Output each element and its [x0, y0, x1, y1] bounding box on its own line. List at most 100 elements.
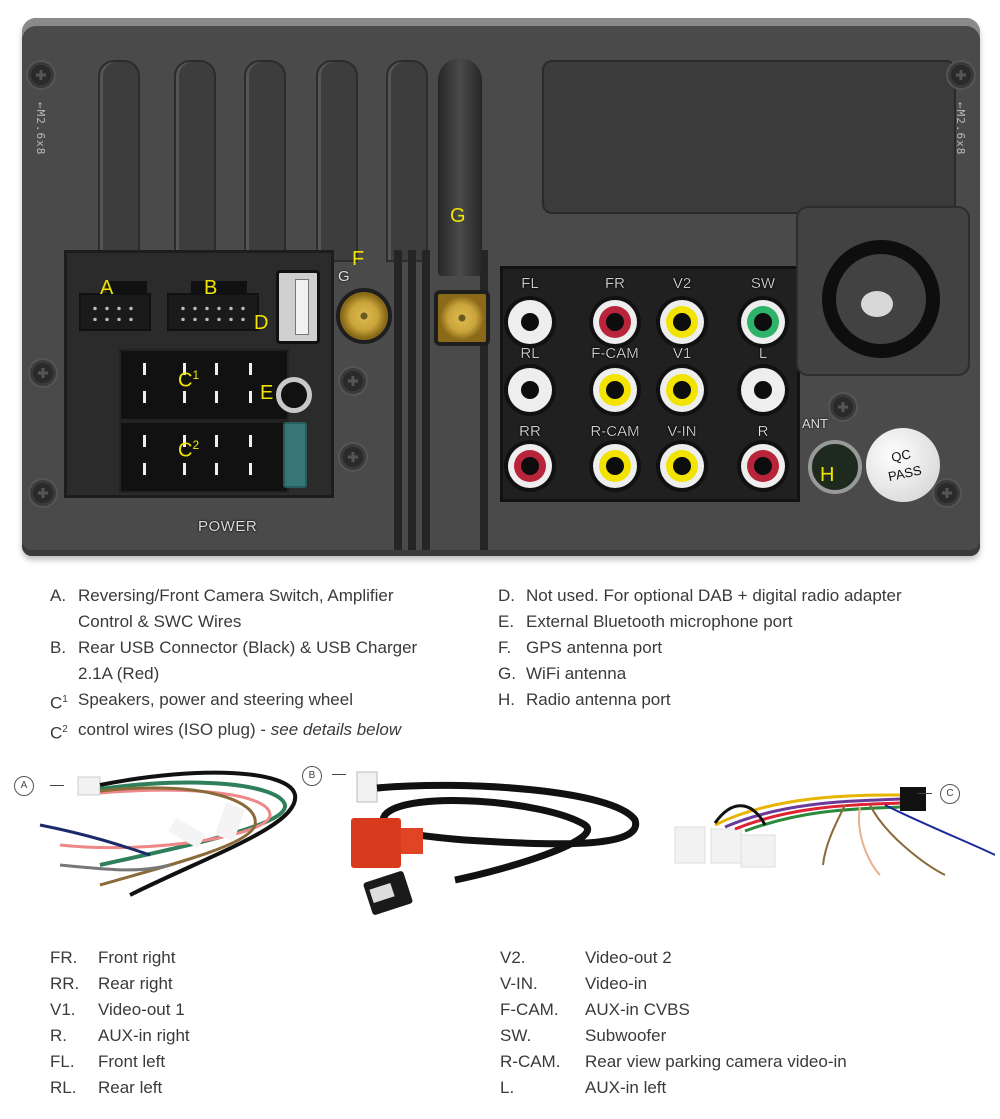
callout-f: F — [352, 248, 365, 270]
iso-connector-c2[interactable] — [119, 421, 289, 493]
screw-size-marking: ←M2.6x8 — [954, 102, 967, 156]
rca-label: FR — [605, 275, 625, 292]
abbreviation-meaning: Rear view parking camera video-in — [585, 1052, 847, 1071]
mic-port-e[interactable] — [276, 377, 312, 413]
callout-b: B — [204, 277, 218, 299]
vent-slot — [422, 250, 430, 550]
rca-jack-rl[interactable] — [508, 368, 552, 412]
rca-label: V-IN — [667, 423, 697, 440]
screw-size-marking: ←M2.6x8 — [34, 102, 47, 156]
abbreviation-row: RL. Rear left — [50, 1075, 190, 1101]
abbreviation-row: FL.Front left — [50, 1049, 190, 1075]
rca-label: L — [758, 345, 768, 362]
rca-jack-f-cam[interactable] — [593, 368, 637, 412]
rca-label: F-CAM — [591, 345, 639, 362]
legend-item-g: G.WiFi antenna — [498, 664, 627, 683]
heatsink-fin — [244, 60, 286, 262]
abbreviation-code: SW. — [500, 1026, 532, 1045]
abbreviation-code: R-CAM. — [500, 1052, 561, 1071]
wifi-antenna-g — [438, 58, 482, 276]
abbreviation-meaning: AUX-in right — [98, 1026, 190, 1045]
rca-jack-sw[interactable] — [741, 300, 785, 344]
tag-line — [918, 793, 932, 794]
abbreviation-row: F-CAM.AUX-in CVBS — [500, 997, 847, 1023]
power-connector-block — [64, 250, 334, 498]
screw-icon — [934, 480, 960, 506]
abbreviation-code: V1. — [50, 1000, 76, 1019]
abbreviation-row: L.AUX-in left — [500, 1075, 847, 1101]
abbreviation-code: V-IN. — [500, 974, 538, 993]
rca-label: R-CAM — [590, 423, 640, 440]
legend-item-b-cont: 2.1A (Red) — [78, 664, 160, 683]
gps-antenna-port-f[interactable] — [336, 288, 392, 344]
abbreviation-meaning: Front left — [98, 1052, 166, 1071]
iso-connector-c1[interactable] — [119, 349, 289, 421]
harness-tag-a: A — [14, 776, 34, 796]
abbreviation-meaning: Rear left — [98, 1078, 163, 1097]
rca-label: R — [757, 423, 769, 440]
rca-jack-r[interactable] — [741, 444, 785, 488]
rca-label: RL — [520, 345, 540, 362]
abbreviation-meaning: Front right — [98, 948, 176, 967]
radio-antenna-port-h[interactable] — [808, 440, 862, 494]
legend-item-b: B.Rear USB Connector (Black) & USB Charg… — [50, 638, 418, 657]
callout-c2: C2 — [178, 438, 200, 462]
rca-label: RR — [519, 423, 541, 440]
legend-item-h: H.Radio antenna port — [498, 690, 671, 709]
fan-hub — [861, 291, 893, 317]
usb-port-d[interactable] — [276, 270, 320, 344]
abbreviation-code: RR. — [50, 974, 80, 993]
rca-label: V1 — [672, 345, 692, 362]
legend-right: D.Not used. For optional DAB + digital r… — [498, 583, 978, 713]
rca-jack-r-cam[interactable] — [593, 444, 637, 488]
wifi-antenna-connector — [434, 290, 490, 346]
connector-b-tab — [191, 281, 247, 295]
rca-jack-l[interactable] — [741, 368, 785, 412]
legend-item-d: D.Not used. For optional DAB + digital r… — [498, 586, 902, 605]
abbreviation-row: R. AUX-in right — [50, 1023, 190, 1049]
rca-jack-v-in[interactable] — [660, 444, 704, 488]
pass-text: PASS — [886, 462, 923, 485]
callout-e: E — [260, 382, 274, 404]
heatsink-fin — [174, 60, 216, 262]
ant-label: ANT — [802, 416, 828, 431]
harness-a-image — [39, 770, 298, 897]
vent-slot — [394, 250, 402, 550]
abbreviation-meaning: Subwoofer — [585, 1026, 667, 1045]
callout-g: G — [450, 205, 466, 227]
tag-line — [50, 785, 64, 786]
rca-label: FL — [521, 275, 539, 292]
rca-jack-v2[interactable] — [660, 300, 704, 344]
legend-left: A.Reversing/Front Camera Switch, Amplifi… — [50, 583, 470, 746]
screw-icon — [340, 444, 366, 470]
rca-jack-rr[interactable] — [508, 444, 552, 488]
abbreviation-row: R-CAM. Rear view parking camera video-in — [500, 1049, 847, 1075]
harness-tag-b: B — [302, 766, 322, 786]
abbreviation-meaning: Rear right — [98, 974, 173, 993]
connector-b[interactable] — [167, 293, 259, 331]
rca-label: SW — [750, 275, 776, 292]
abbreviation-meaning: Video-out 2 — [585, 948, 672, 967]
fuse — [283, 422, 307, 488]
abbreviation-code: R. — [50, 1026, 67, 1045]
abbreviation-code: RL. — [50, 1078, 77, 1097]
heatsink-fin — [98, 60, 140, 262]
abbreviation-code: F-CAM. — [500, 1000, 559, 1019]
callout-d: D — [254, 312, 269, 334]
rca-jack-fr[interactable] — [593, 300, 637, 344]
rca-jack-fl[interactable] — [508, 300, 552, 344]
screw-icon — [30, 480, 56, 506]
screw-icon — [30, 360, 56, 386]
abbreviation-row: V2.Video-out 2 — [500, 945, 847, 971]
harness-tag-c: C — [940, 784, 960, 804]
connector-a[interactable] — [79, 293, 151, 331]
abbreviation-row: V-IN.Video-in — [500, 971, 847, 997]
rca-jack-v1[interactable] — [660, 368, 704, 412]
abbreviation-row: V1.Video-out 1 — [50, 997, 190, 1023]
abbreviation-code: FR. — [50, 948, 78, 967]
power-label: POWER — [198, 518, 258, 535]
heatsink-fin — [316, 60, 358, 262]
